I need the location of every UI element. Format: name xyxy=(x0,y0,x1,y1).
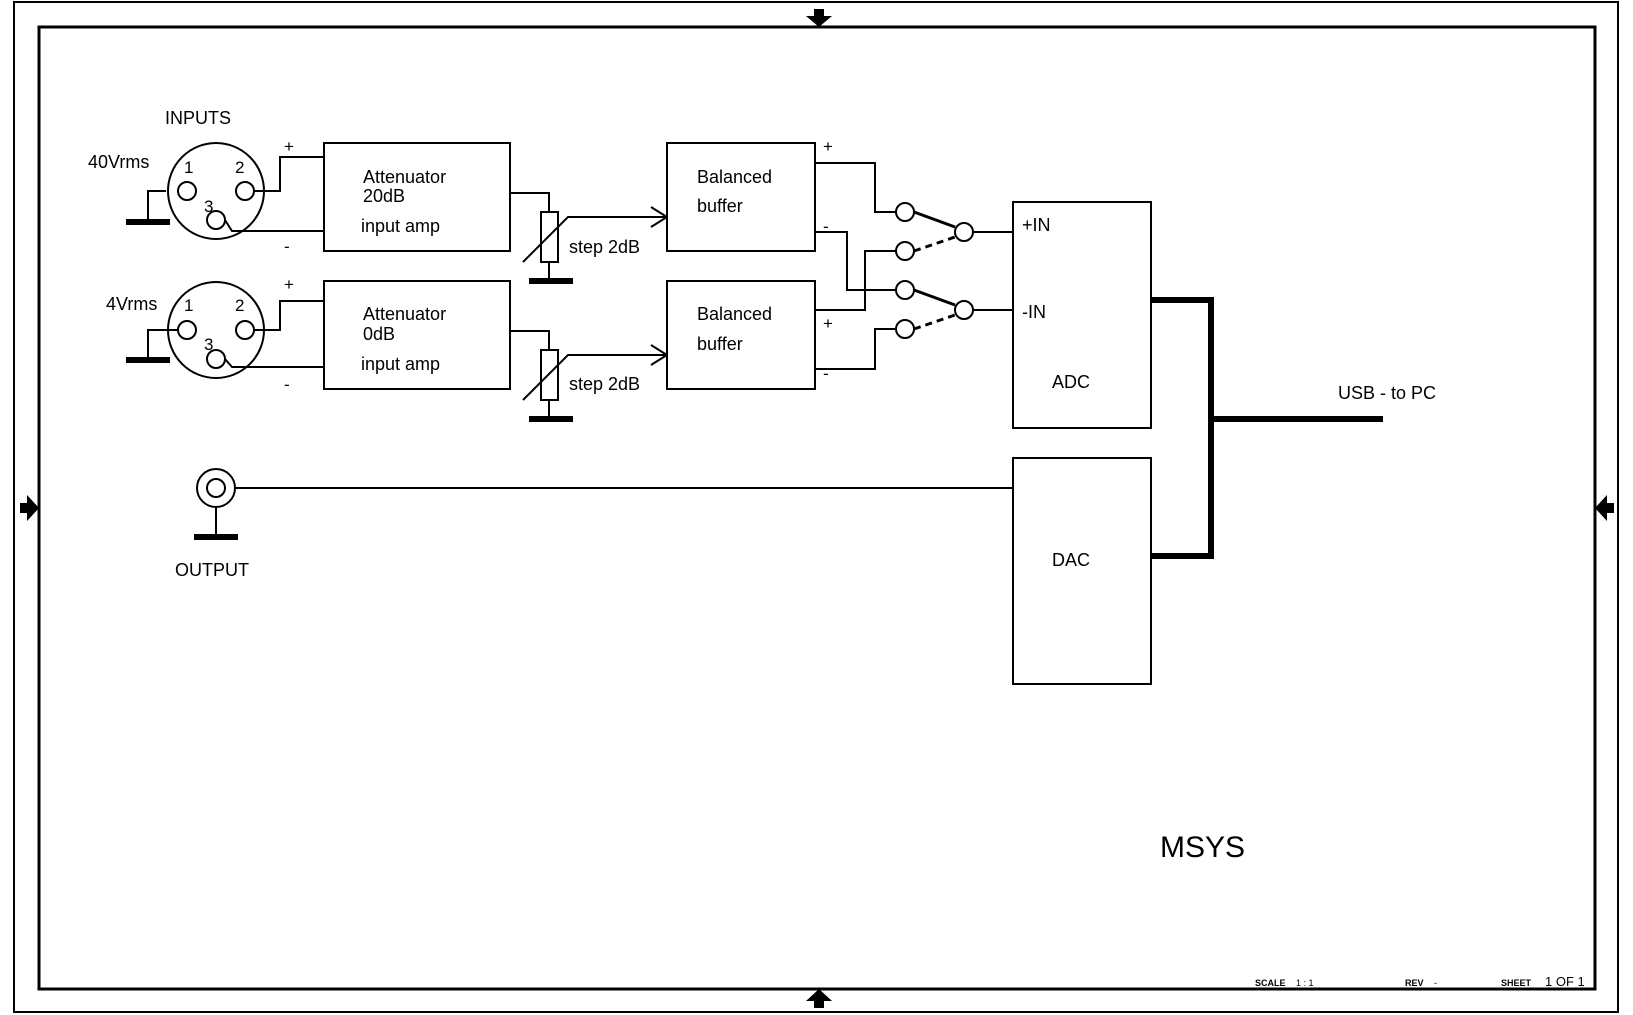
xlr1-pin1-label: 1 xyxy=(184,158,193,177)
drawing-title: MSYS xyxy=(1160,831,1245,864)
scale-label: SCALE xyxy=(1255,978,1286,988)
dac-box xyxy=(1012,457,1152,685)
switch-plus-in xyxy=(895,202,974,261)
xlr2-minus-wire xyxy=(224,358,324,368)
pot1-input-wire xyxy=(510,192,550,212)
output-label: OUTPUT xyxy=(175,560,249,580)
xlr-connector-2 xyxy=(167,281,265,379)
xlr1-ground-wire xyxy=(147,190,166,222)
input1-level-label: 40Vrms xyxy=(88,152,149,172)
center-mark-top xyxy=(806,9,832,27)
xlr2-minus-sign: - xyxy=(284,375,290,394)
xlr-connector-1 xyxy=(167,142,265,240)
pot1-label: step 2dB xyxy=(569,237,640,257)
attenuator-20db-box xyxy=(323,142,511,252)
xlr2-plus-sign: + xyxy=(284,275,294,294)
rev-value: - xyxy=(1434,978,1437,988)
balanced-buffer-1-box xyxy=(666,142,816,252)
usb-label: USB - to PC xyxy=(1338,383,1436,403)
xlr1-plus-sign: + xyxy=(284,137,294,156)
pot2-wiper xyxy=(522,354,667,401)
dac-label: DAC xyxy=(1052,550,1090,570)
xlr2-ground-wire xyxy=(147,329,178,360)
adc-minus-in-label: -IN xyxy=(1022,302,1046,322)
adc-label: ADC xyxy=(1052,372,1090,392)
pot1-wiper xyxy=(522,216,667,263)
atten2-line2: 0dB xyxy=(363,324,395,344)
buffer1-plus-sign: + xyxy=(823,137,833,156)
inner-frame xyxy=(37,25,1597,991)
atten2-line1: Attenuator xyxy=(363,304,446,324)
outer-frame xyxy=(13,1,1619,1013)
xlr2-pin1 xyxy=(177,320,197,340)
xlr2-pin2-label: 2 xyxy=(235,296,244,315)
balanced-buffer-2-box xyxy=(666,280,816,390)
center-mark-right xyxy=(1595,495,1614,521)
buffer1-line1: Balanced xyxy=(697,167,772,187)
buffer2-minus-to-switch xyxy=(815,250,896,311)
buffer1-plus-to-switch xyxy=(815,162,896,213)
xlr1-pin3-label: 3 xyxy=(204,197,213,216)
attenuator-0db-box xyxy=(323,280,511,390)
sheet-value: 1 OF 1 xyxy=(1545,974,1585,989)
atten2-line3: input amp xyxy=(361,354,440,374)
buffer1-line2: buffer xyxy=(697,196,743,216)
buffer2-minus-sign: - xyxy=(823,364,829,383)
switch-minus-in xyxy=(895,280,974,339)
pot2-label: step 2dB xyxy=(569,374,640,394)
xlr1-pin2-label: 2 xyxy=(235,158,244,177)
xlr2-pin3-label: 3 xyxy=(204,335,213,354)
xlr2-pin1-label: 1 xyxy=(184,296,193,315)
xlr2-pin2 xyxy=(235,320,255,340)
buffer2-plus-sign: + xyxy=(823,314,833,333)
usb-bus-line xyxy=(1151,297,1214,559)
rev-label: REV xyxy=(1405,978,1424,988)
xlr1-minus-sign: - xyxy=(284,237,290,256)
buffer2-line2: buffer xyxy=(697,334,743,354)
center-mark-left xyxy=(20,495,39,521)
atten1-line1: Attenuator xyxy=(363,167,446,187)
adc-plus-in-label: +IN xyxy=(1022,215,1051,235)
buffer1-minus-sign: - xyxy=(823,217,829,236)
inputs-heading: INPUTS xyxy=(165,108,231,128)
output-jack xyxy=(196,468,236,508)
pot1-resistor xyxy=(540,211,559,263)
pot2-input-wire xyxy=(510,330,550,350)
sheet-label: SHEET xyxy=(1501,978,1532,988)
atten1-line3: input amp xyxy=(361,216,440,236)
atten1-line2: 20dB xyxy=(363,186,405,206)
xlr1-pin1 xyxy=(177,181,197,201)
xlr1-minus-wire xyxy=(224,219,324,232)
buffer2-plus-to-switch xyxy=(815,328,896,370)
buffer2-line1: Balanced xyxy=(697,304,772,324)
buffer1-minus-to-switch xyxy=(815,231,896,291)
scale-value: 1 : 1 xyxy=(1296,978,1314,988)
xlr1-pin2 xyxy=(235,181,255,201)
input2-level-label: 4Vrms xyxy=(106,294,157,314)
xlr2-plus-wire xyxy=(254,300,324,331)
xlr1-plus-wire xyxy=(254,156,324,192)
pot2-resistor xyxy=(540,349,559,401)
center-mark-bottom xyxy=(806,989,832,1008)
adc-box xyxy=(1012,201,1152,429)
